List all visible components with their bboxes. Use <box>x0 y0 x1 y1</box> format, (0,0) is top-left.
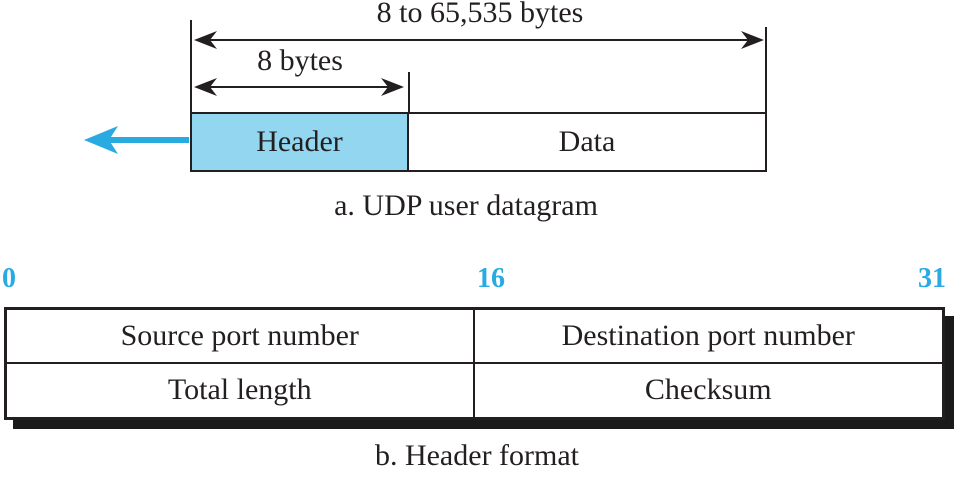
bit-label-31: 31 <box>918 263 946 294</box>
header-span-label: 8 bytes <box>257 44 343 77</box>
caption-header-format: b. Header format <box>374 439 580 472</box>
header-format-table: Source port number Destination port numb… <box>4 307 945 420</box>
bit-label-16: 16 <box>477 263 505 294</box>
arrowhead-right-icon <box>381 78 404 96</box>
header-box: Header <box>190 112 409 172</box>
data-box-label: Data <box>558 125 616 158</box>
udp-datagram-boxes: Header Data <box>190 112 767 172</box>
header-span-arrow <box>194 78 404 96</box>
cell-total-length: Total length <box>7 363 475 417</box>
arrowhead-left-icon <box>194 78 217 96</box>
data-box: Data <box>407 112 767 172</box>
cell-source-port: Source port number <box>7 310 475 364</box>
cell-destination-port: Destination port number <box>474 310 942 364</box>
caption-udp-user-datagram: a. UDP user datagram <box>334 189 598 222</box>
transmit-direction-arrow-icon <box>84 126 189 154</box>
header-box-label: Header <box>256 125 343 158</box>
bit-label-0: 0 <box>2 263 16 294</box>
cell-checksum: Checksum <box>644 373 772 407</box>
total-span-label: 8 to 65,535 bytes <box>376 0 584 29</box>
arrowhead-right-icon <box>741 31 764 49</box>
